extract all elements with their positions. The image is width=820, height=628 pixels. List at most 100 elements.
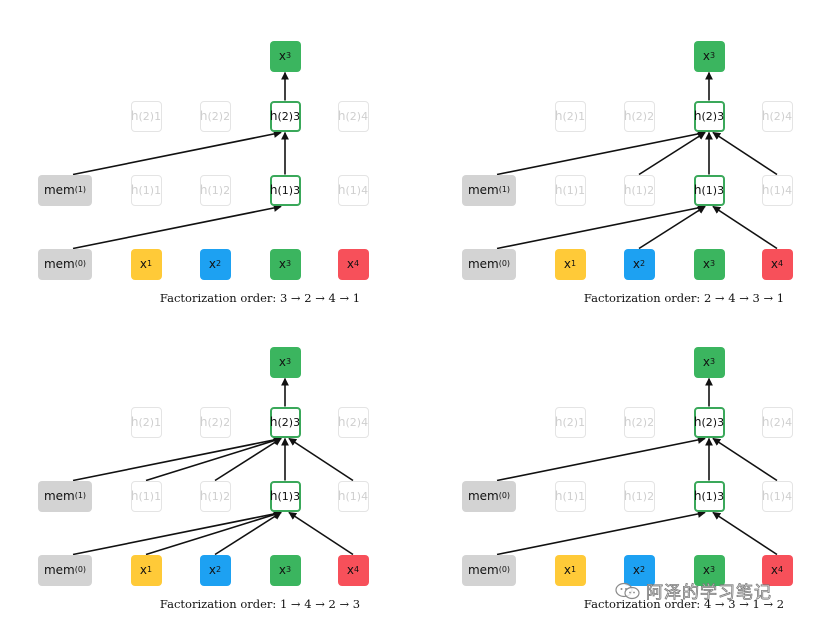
node-subscript: 3 xyxy=(293,183,301,197)
node-superscript: (2) xyxy=(562,109,579,123)
node-base: h xyxy=(623,415,632,429)
memory-label: mem xyxy=(43,257,75,271)
memory-node-upper: mem(1) xyxy=(38,174,92,206)
hidden-node-layer1-1: h(1)1 xyxy=(130,480,162,512)
node-superscript: (2) xyxy=(769,415,786,429)
node-superscript: (2) xyxy=(631,415,648,429)
edge-mem1-to-h3-layer2 xyxy=(496,130,706,176)
node-base: h xyxy=(269,109,278,123)
node-superscript: (1) xyxy=(631,183,648,197)
node-base: x xyxy=(770,257,778,271)
watermark: 阿泽的学习笔记 xyxy=(614,578,772,603)
node-scripts: (1)4 xyxy=(346,490,369,503)
hidden-node-layer2-4: h(2)4 xyxy=(761,406,793,438)
node-base: h xyxy=(623,183,632,197)
node-scripts: (2)2 xyxy=(632,416,655,429)
node-base: x xyxy=(208,257,216,271)
node-superscript: (2) xyxy=(138,415,155,429)
node-base: x xyxy=(702,257,710,271)
node-base: x xyxy=(139,563,147,577)
node-subscript: 1 xyxy=(578,489,586,503)
node-scripts: (2)1 xyxy=(563,110,586,123)
node-scripts: (2)2 xyxy=(208,416,231,429)
node-subscript: 2 xyxy=(223,183,231,197)
edge-h4-to-h3-layer2 xyxy=(712,437,778,482)
memory-node-lower: mem(0) xyxy=(462,248,516,280)
node-base: x xyxy=(702,355,710,369)
node-superscript: (1) xyxy=(769,183,786,197)
node-scripts: (2)1 xyxy=(563,416,586,429)
node-base: h xyxy=(199,183,208,197)
memory-node-lower: mem(0) xyxy=(38,554,92,586)
hidden-node-layer2-3: h(2)3 xyxy=(269,406,301,438)
hidden-node-layer2-4: h(2)4 xyxy=(337,100,369,132)
node-subscript: 2 xyxy=(647,109,655,123)
node-superscript: (2) xyxy=(631,109,648,123)
memory-label: mem xyxy=(43,489,75,503)
node-base: h xyxy=(761,415,770,429)
node-superscript: (2) xyxy=(207,109,224,123)
node-superscript: (1) xyxy=(345,489,362,503)
node-superscript: (1) xyxy=(207,489,224,503)
node-superscript: (1) xyxy=(277,489,294,503)
hidden-node-layer2-2: h(2)2 xyxy=(623,406,655,438)
node-base: x xyxy=(702,49,710,63)
memory-node-upper: mem(0) xyxy=(462,480,516,512)
node-base: x xyxy=(563,563,571,577)
node-superscript: (2) xyxy=(345,109,362,123)
node-superscript: (1) xyxy=(562,489,579,503)
edge-x4-to-h3-layer1 xyxy=(288,511,354,556)
watermark-text: 阿泽的学习笔记 xyxy=(646,583,772,604)
node-base: h xyxy=(199,109,208,123)
hidden-node-layer1-1: h(1)1 xyxy=(554,174,586,206)
node-scripts: (1)3 xyxy=(278,184,301,197)
hidden-node-layer1-4: h(1)4 xyxy=(337,480,369,512)
node-base: x xyxy=(563,257,571,271)
node-base: h xyxy=(337,183,346,197)
node-base: h xyxy=(130,489,139,503)
node-scripts: (1)2 xyxy=(208,490,231,503)
hidden-node-layer2-1: h(2)1 xyxy=(554,406,586,438)
node-scripts: (1)1 xyxy=(563,184,586,197)
edge-h2-to-h3-layer2 xyxy=(214,437,282,482)
node-subscript: 4 xyxy=(785,489,793,503)
node-scripts: (2)2 xyxy=(632,110,655,123)
hidden-node-layer2-3: h(2)3 xyxy=(693,406,725,438)
node-superscript: (1) xyxy=(345,183,362,197)
node-base: h xyxy=(761,489,770,503)
node-scripts: (1)1 xyxy=(139,184,162,197)
hidden-node-layer2-3: h(2)3 xyxy=(693,100,725,132)
node-subscript: 3 xyxy=(717,415,725,429)
node-base: x xyxy=(208,563,216,577)
node-subscript: 4 xyxy=(361,183,369,197)
hidden-node-layer1-2: h(1)2 xyxy=(199,480,231,512)
node-base: h xyxy=(130,109,139,123)
node-subscript: 3 xyxy=(293,109,301,123)
node-subscript: 1 xyxy=(154,109,162,123)
memory-label: mem xyxy=(467,489,499,503)
node-base: x xyxy=(346,563,354,577)
node-scripts: (2)3 xyxy=(702,416,725,429)
node-superscript: (2) xyxy=(277,415,294,429)
node-base: x xyxy=(278,257,286,271)
edge-h2-to-h3-layer2 xyxy=(638,131,706,176)
node-subscript: 3 xyxy=(717,489,725,503)
hidden-node-layer1-2: h(1)2 xyxy=(623,480,655,512)
edge-x2-to-h3-layer1 xyxy=(638,205,706,250)
hidden-node-layer1-1: h(1)1 xyxy=(554,480,586,512)
factorization-order-caption: Factorization order: 3 → 2 → 4 → 1 xyxy=(159,291,361,305)
node-subscript: 1 xyxy=(154,415,162,429)
node-superscript: (2) xyxy=(138,109,155,123)
node-base: h xyxy=(554,183,563,197)
edge-mem0-to-h3-layer1 xyxy=(72,204,282,250)
